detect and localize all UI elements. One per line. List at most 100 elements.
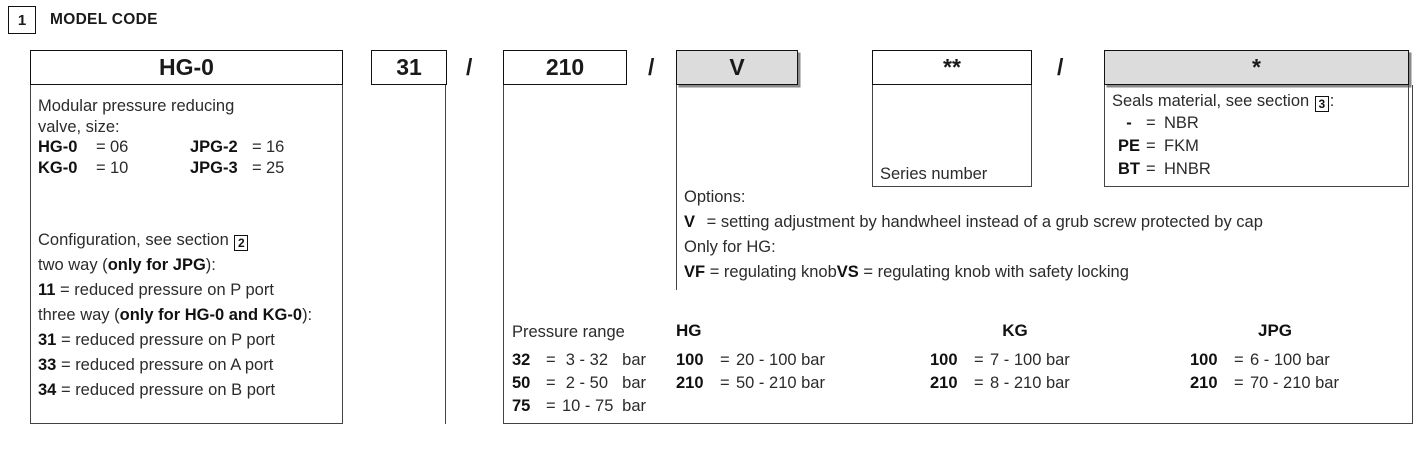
configuration-item: 31 = reduced pressure on P port [38,328,312,353]
option-code-vs: VS [836,263,859,281]
pressure-column-head-hg: HG [676,321,702,340]
code-box-configuration-value: 31 [396,54,422,80]
size-eq-kg: = [96,158,106,177]
seals-description: Seals material, see section 3: - = NBR P… [1112,90,1334,180]
code-box-configuration[interactable]: 31 [371,50,447,85]
pressure-rows-kg: 100 = 7 - 100 bar 210 = 8 - 210 bar [930,349,1070,395]
pressure-range-frame [503,85,1413,424]
pressure-range-jpg-210: 70 - 210 bar [1250,374,1339,392]
two-way-pre: two way ( [38,256,108,274]
code-box-series-number[interactable]: ** [872,50,1032,85]
seal-eq-hnbr: = [1146,160,1156,178]
configuration-heading: Configuration, see section 2 [38,228,312,253]
code-box-pressure-range[interactable]: 210 [503,50,627,85]
pressure-eq-32: = [546,351,556,369]
pressure-rows-hg-right: 100 = 20 - 100 bar 210 = 50 - 210 bar [676,349,825,395]
code-box-model-value: HG-0 [159,54,214,80]
seal-code-nbr: - [1126,114,1132,132]
pressure-code-jpg-100: 100 [1190,351,1218,369]
series-number-label: Series number [880,165,988,183]
pressure-eq-hg-210: = [720,374,730,392]
size-code-kg: KG-0 [38,158,78,177]
pressure-code-75: 75 [512,397,531,415]
configuration-item: 11 = reduced pressure on P port [38,278,312,303]
pressure-eq-kg-210: = [974,374,984,392]
pressure-range-hg-100: 20 - 100 bar [736,351,825,369]
series-number-frame [872,85,1032,187]
size-value-kg: 10 [110,158,129,177]
seal-eq-nbr: = [1146,114,1156,132]
pressure-rows-hg-left: 32 = 3 - 32 bar 50 = 2 - 50 bar 75 = 10 … [512,349,646,418]
pressure-range-jpg-100: 6 - 100 bar [1250,351,1330,369]
pressure-code-hg-210: 210 [676,374,704,392]
size-value-hg: 06 [110,138,129,156]
configuration-connector-left [445,85,447,424]
three-way-post: ): [302,306,313,324]
seal-text-fkm: FKM [1164,137,1199,155]
size-eq-hg: = [96,138,106,156]
pressure-unit-32: bar [622,351,646,369]
pressure-range-32: 3 - 32 [565,351,608,369]
seal-code-fkm: PE [1117,137,1140,155]
size-value-jpg2: 16 [266,138,285,156]
pressure-eq-50: = [546,374,556,392]
options-description: Options: V = setting adjustment by handw… [684,185,1263,285]
code-box-seals-material[interactable]: * [1104,50,1409,85]
size-value-jpg3: 25 [266,158,285,177]
pressure-range-75: 10 - 75 [562,397,614,415]
config-eq-11: = [60,281,70,299]
config-text-33: reduced pressure on A port [75,356,274,374]
option-code-v: V [684,213,696,231]
pressure-range-kg-100: 7 - 100 bar [990,351,1070,369]
pressure-eq-kg-100: = [974,351,984,369]
pressure-rows-jpg: 100 = 6 - 100 bar 210 = 70 - 210 bar [1190,349,1339,395]
pressure-range-kg-210: 8 - 210 bar [990,374,1070,392]
seals-heading-colon: : [1329,92,1335,110]
configuration-item: 34 = reduced pressure on B port [38,378,312,403]
options-connector-left [676,85,678,290]
config-code-34: 34 [38,381,57,399]
seals-heading: Seals material, see section 3: [1112,90,1334,112]
pressure-code-kg-100: 100 [930,351,958,369]
options-item: V = setting adjustment by handwheel inst… [684,210,1263,235]
option-text-v: setting adjustment by handwheel instead … [720,213,1263,231]
page-title: MODEL CODE [50,11,158,28]
code-box-model[interactable]: HG-0 [30,50,343,85]
pressure-code-kg-210: 210 [930,374,958,392]
configuration-three-way-label: three way (only for HG-0 and KG-0): [38,303,312,328]
configuration-heading-text: Configuration, see section [38,231,229,249]
size-eq-jpg3: = [252,158,262,177]
pressure-column-head-jpg: JPG [1257,321,1293,340]
options-only-for: Only for HG: [684,238,776,256]
code-box-pressure-range-value: 210 [545,54,585,80]
code-box-options[interactable]: V [676,50,798,85]
options-knob-line: VF = regulating knobVS = regulating knob… [684,260,1263,285]
section-ref-3: 3 [1314,96,1329,112]
pressure-code-50: 50 [512,374,531,392]
pressure-range-50: 2 - 50 [565,374,608,392]
pressure-code-32: 32 [512,351,531,369]
pressure-eq-hg-100: = [720,351,730,369]
option-text-vs: = regulating knob with safety locking [863,263,1129,281]
config-text-11: reduced pressure on P port [74,281,274,299]
two-way-bold: only for JPG [107,256,206,274]
config-eq-33: = [60,356,71,374]
two-way-post: ): [205,256,216,274]
section-number-badge: 1 [8,6,36,34]
pressure-eq-jpg-210: = [1234,374,1244,392]
config-code-31: 31 [38,331,57,349]
size-eq-jpg2: = [252,138,262,156]
pressure-column-head-kg: KG [1002,321,1028,340]
pressure-range-label: Pressure range [512,323,625,341]
config-text-34: reduced pressure on B port [75,381,276,399]
options-heading: Options: [684,188,746,206]
seal-eq-fkm: = [1146,137,1156,155]
model-size-row: HG-0 = 06 JPG-2 = 16 [38,137,284,158]
pressure-unit-75: bar [622,397,646,415]
config-code-11: 11 [38,281,56,299]
size-code-jpg2: JPG-2 [190,138,238,156]
model-description-frame [30,85,343,424]
config-text-31: reduced pressure on P port [75,331,275,349]
three-way-pre: three way ( [38,306,120,324]
model-size-row: KG-0 = 10 JPG-3 = 25 [38,158,284,179]
